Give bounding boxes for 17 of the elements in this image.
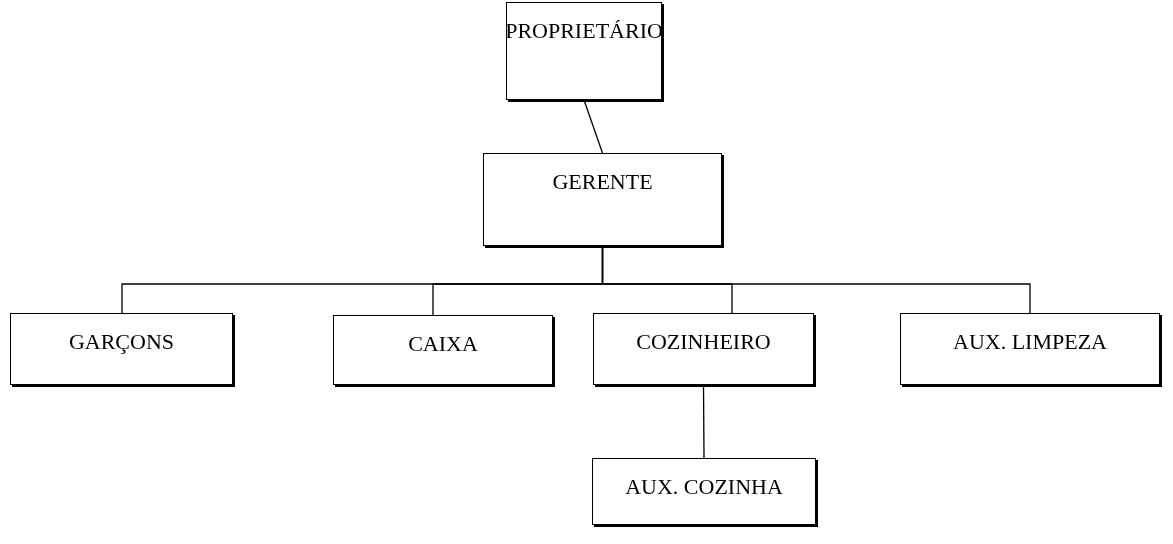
connector-line [702,384,705,459]
org-box [593,313,814,385]
org-box [900,313,1160,385]
org-box [333,315,553,385]
org-box [10,313,233,385]
org-box [506,2,662,100]
org-box [483,153,722,246]
box-label: COZINHEIRO [636,328,771,356]
org-box [592,458,816,525]
box-label: AUX. LIMPEZA [953,328,1107,356]
connector-line [583,99,604,154]
connector-line [601,245,1031,314]
box-label: GERENTE [552,168,653,196]
box-label: AUX. COZINHA [625,473,783,501]
box-label: CAIXA [408,330,478,358]
box-label: GARÇONS [68,328,175,356]
box-label: PROPRIETÁRIO [505,17,663,45]
